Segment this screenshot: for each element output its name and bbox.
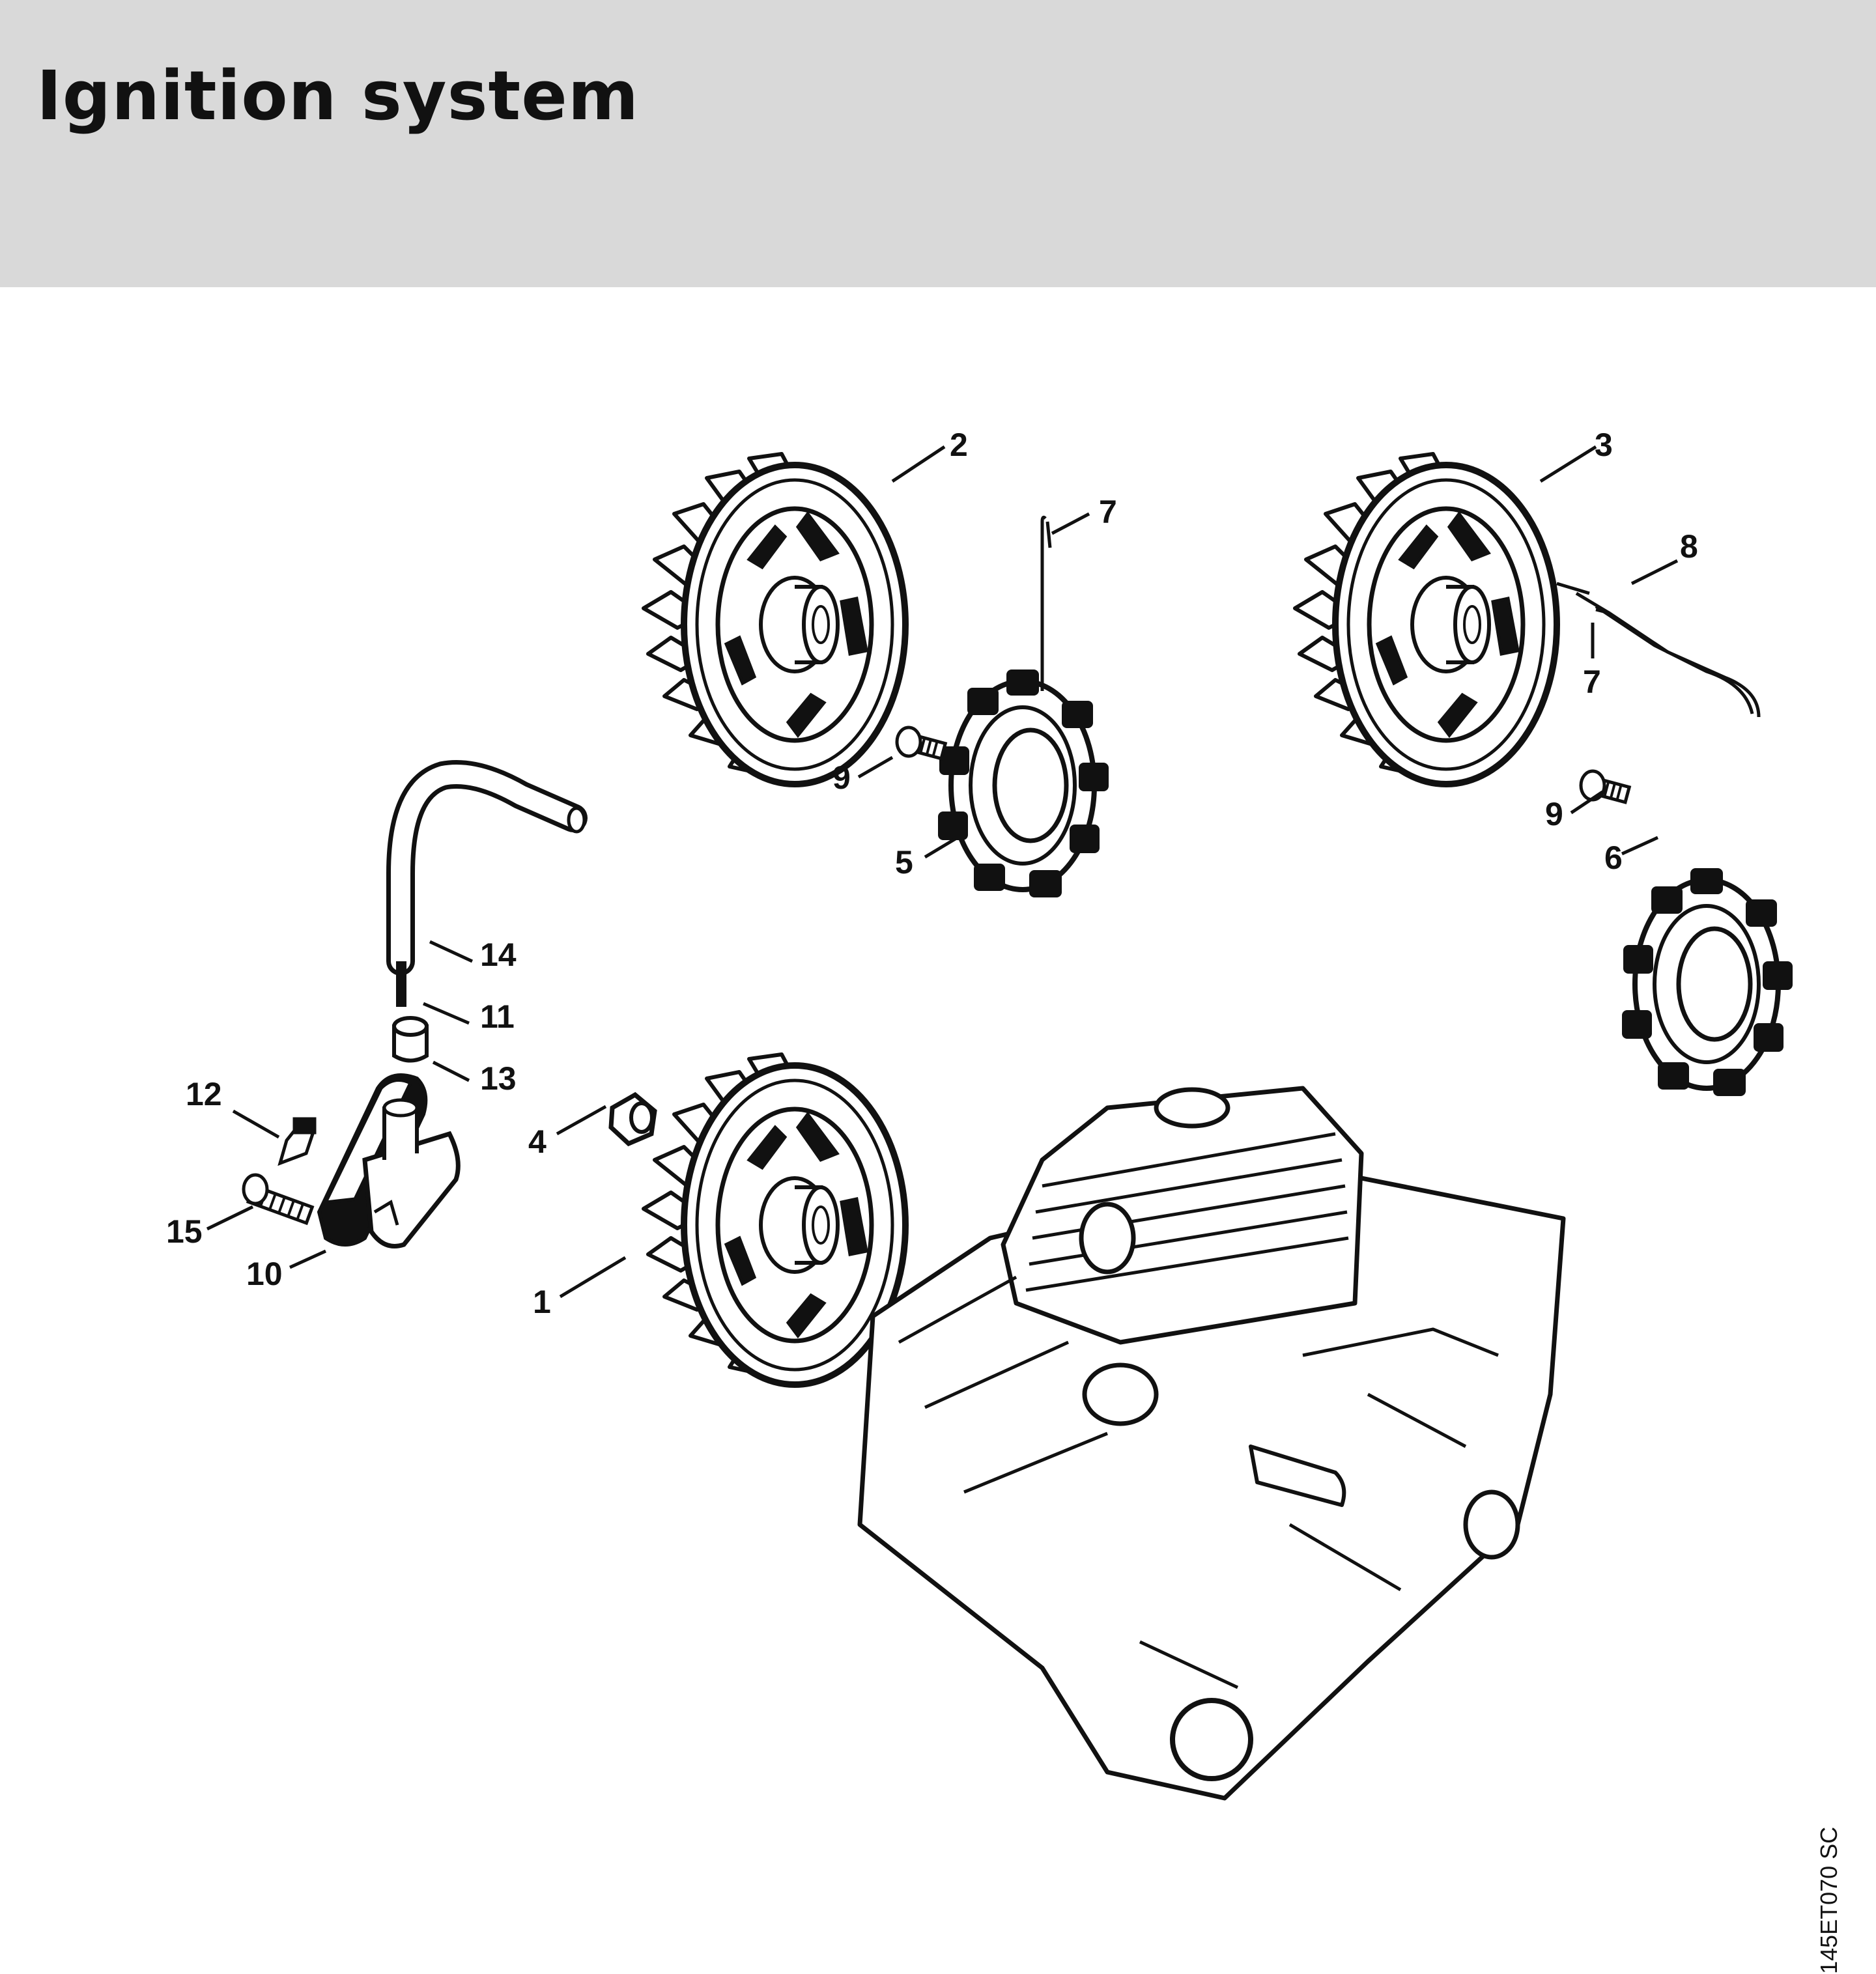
callout-10: 10 <box>246 1256 283 1292</box>
callout-7-right: 7 <box>1583 664 1601 700</box>
parts-drawing: 2 3 7 8 7 9 9 5 6 14 11 13 12 4 15 10 1 <box>166 427 1876 1801</box>
leader-lines <box>206 445 1679 1299</box>
contact-spring-11 <box>396 961 406 1007</box>
callout-14: 14 <box>480 937 517 973</box>
screw-9-left <box>897 727 945 759</box>
callout-6: 6 <box>1604 839 1623 876</box>
sleeve-13 <box>392 1016 429 1063</box>
screw-15 <box>242 1173 315 1226</box>
stator-5 <box>938 515 1109 897</box>
callout-15: 15 <box>166 1213 203 1250</box>
callout-11: 11 <box>480 998 515 1035</box>
callout-9-right: 9 <box>1545 796 1563 832</box>
callout-9-left: 9 <box>832 759 851 796</box>
ignition-lead-14 <box>386 760 588 976</box>
callout-5: 5 <box>895 844 913 881</box>
callout-1: 1 <box>533 1284 551 1320</box>
callout-3: 3 <box>1595 427 1613 463</box>
callout-4: 4 <box>528 1123 547 1160</box>
callout-2: 2 <box>950 427 968 463</box>
callout-7-left: 7 <box>1099 494 1117 530</box>
spring-clip-12 <box>277 1117 317 1166</box>
page-title: Ignition system <box>36 56 640 135</box>
stator-6 <box>1556 582 1793 1096</box>
callout-labels: 2 3 7 8 7 9 9 5 6 14 11 13 12 4 15 10 1 <box>166 427 1698 1320</box>
flywheel-1 <box>644 1054 905 1385</box>
header-band: Ignition system <box>0 0 1876 287</box>
screw-9-right <box>1581 771 1629 802</box>
callout-8: 8 <box>1680 528 1698 565</box>
callout-13: 13 <box>480 1060 517 1097</box>
drawing-reference-code: 145ET070 SC <box>1815 1826 1842 1974</box>
ignition-module-10 <box>317 1073 461 1248</box>
flywheel-2 <box>644 454 905 784</box>
flywheel-3 <box>1295 454 1557 784</box>
crankcase-assembly <box>857 1086 1566 1801</box>
hex-nut-4 <box>608 1092 657 1147</box>
exploded-parts-diagram: 2 3 7 8 7 9 9 5 6 14 11 13 12 4 15 10 1 … <box>0 287 1876 1974</box>
callout-12: 12 <box>186 1076 222 1112</box>
